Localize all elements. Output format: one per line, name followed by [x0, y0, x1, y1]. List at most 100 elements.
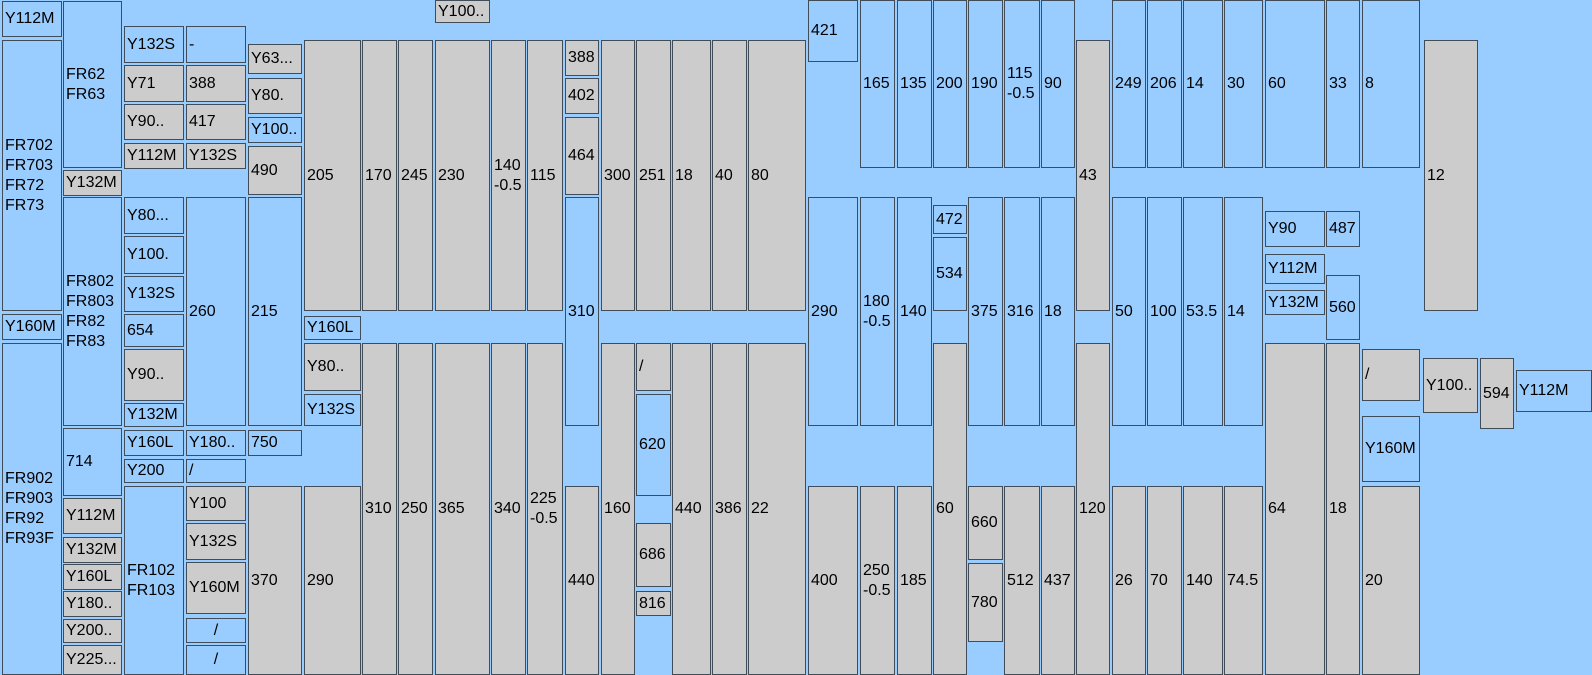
cell[interactable]: Y112M: [63, 498, 122, 534]
cell[interactable]: Y160L: [304, 316, 361, 340]
cell[interactable]: 594: [1480, 358, 1514, 429]
cell[interactable]: 165: [860, 0, 895, 168]
cell[interactable]: 714: [63, 428, 122, 496]
cell[interactable]: Y160L: [124, 430, 184, 456]
cell[interactable]: 40: [712, 40, 747, 311]
cell[interactable]: 33: [1326, 0, 1360, 168]
cell[interactable]: 388: [565, 40, 599, 76]
cell[interactable]: 750: [248, 430, 302, 456]
cell[interactable]: Y132S: [186, 523, 246, 560]
cell[interactable]: Y100.: [124, 236, 184, 274]
cell[interactable]: 251: [636, 40, 671, 311]
cell[interactable]: Y112M: [1516, 370, 1592, 412]
cell[interactable]: 120: [1076, 343, 1110, 675]
cell[interactable]: 18: [1041, 197, 1075, 426]
cell[interactable]: 26: [1112, 486, 1146, 675]
cell[interactable]: 250: [398, 343, 433, 675]
cell[interactable]: 402: [565, 78, 599, 114]
cell[interactable]: Y80.: [248, 78, 302, 114]
cell[interactable]: 400: [808, 486, 858, 675]
cell[interactable]: Y200: [124, 459, 184, 483]
cell[interactable]: 654: [124, 314, 184, 347]
cell[interactable]: 225 -0.5: [527, 343, 563, 675]
cell[interactable]: 53.5: [1183, 197, 1223, 426]
cell[interactable]: Y112M: [124, 143, 184, 169]
cell[interactable]: 375: [968, 197, 1003, 426]
cell[interactable]: 388: [186, 65, 246, 102]
cell[interactable]: 100: [1147, 197, 1182, 426]
cell[interactable]: 30: [1224, 0, 1263, 168]
cell[interactable]: 437: [1041, 486, 1075, 675]
cell[interactable]: 206: [1147, 0, 1182, 168]
cell[interactable]: 421: [808, 0, 858, 62]
cell[interactable]: 490: [248, 146, 302, 195]
cell[interactable]: Y132M: [63, 170, 122, 196]
cell[interactable]: FR802 FR803 FR82 FR83: [63, 197, 122, 426]
cell[interactable]: 310: [362, 343, 397, 675]
cell[interactable]: Y132S: [304, 394, 361, 426]
cell[interactable]: 43: [1076, 40, 1110, 311]
cell[interactable]: 365: [435, 343, 490, 675]
cell[interactable]: FR702 FR703 FR72 FR73: [2, 40, 62, 311]
cell[interactable]: Y100..: [435, 0, 490, 23]
cell[interactable]: Y132M: [63, 537, 122, 563]
cell[interactable]: Y80...: [124, 197, 184, 234]
cell[interactable]: 60: [933, 343, 967, 675]
cell[interactable]: 417: [186, 104, 246, 140]
cell[interactable]: 18: [672, 40, 711, 311]
cell[interactable]: Y160M: [186, 562, 246, 614]
cell[interactable]: 249: [1112, 0, 1146, 168]
cell[interactable]: 8: [1362, 0, 1420, 168]
cell[interactable]: Y225...: [63, 645, 122, 675]
cell[interactable]: 18: [1326, 343, 1360, 675]
cell[interactable]: Y132S: [124, 276, 184, 312]
cell[interactable]: 160: [601, 343, 635, 675]
cell[interactable]: FR902 FR903 FR92 FR93F: [2, 343, 62, 675]
cell[interactable]: /: [636, 343, 671, 391]
cell[interactable]: 12: [1424, 40, 1478, 311]
cell[interactable]: 300: [601, 40, 635, 311]
cell[interactable]: 14: [1224, 197, 1263, 426]
cell[interactable]: 185: [897, 486, 932, 675]
cell[interactable]: 560: [1326, 275, 1360, 340]
cell[interactable]: Y160L: [63, 564, 122, 590]
cell[interactable]: 250 -0.5: [860, 486, 895, 675]
cell[interactable]: 215: [248, 197, 302, 426]
cell[interactable]: Y112M: [2, 1, 62, 37]
cell[interactable]: 140 -0.5: [491, 40, 526, 311]
cell[interactable]: 245: [398, 40, 433, 311]
cell[interactable]: 260: [186, 197, 246, 426]
cell[interactable]: 316: [1004, 197, 1040, 426]
cell[interactable]: Y71: [124, 65, 184, 102]
cell[interactable]: 205: [304, 40, 361, 311]
cell[interactable]: FR62 FR63: [63, 1, 122, 168]
cell[interactable]: Y132M: [124, 403, 184, 427]
cell[interactable]: 340: [491, 343, 526, 675]
cell[interactable]: 200: [933, 0, 967, 168]
cell[interactable]: -: [186, 26, 246, 63]
cell[interactable]: /: [1362, 349, 1420, 401]
cell[interactable]: 20: [1362, 486, 1420, 675]
cell[interactable]: Y90: [1265, 211, 1325, 247]
cell[interactable]: /: [186, 645, 246, 675]
cell[interactable]: 464: [565, 117, 599, 195]
cell[interactable]: 140: [1183, 486, 1223, 675]
cell[interactable]: Y132M: [1265, 290, 1325, 315]
cell[interactable]: 440: [672, 343, 711, 675]
cell[interactable]: Y90..: [124, 349, 184, 401]
cell[interactable]: 440: [565, 486, 599, 675]
cell[interactable]: 780: [968, 563, 1003, 642]
cell[interactable]: Y200..: [63, 619, 122, 643]
cell[interactable]: Y160M: [2, 314, 62, 340]
cell[interactable]: FR102 FR103: [124, 486, 184, 675]
cell[interactable]: Y132S: [124, 26, 184, 63]
cell[interactable]: 140: [897, 197, 932, 426]
cell[interactable]: /: [186, 618, 246, 643]
cell[interactable]: Y80..: [304, 343, 361, 391]
cell[interactable]: 472: [933, 205, 967, 234]
cell[interactable]: 135: [897, 0, 932, 168]
cell[interactable]: 170: [362, 40, 397, 311]
cell[interactable]: 370: [248, 486, 302, 675]
cell[interactable]: 74.5: [1224, 486, 1263, 675]
cell[interactable]: 686: [636, 523, 671, 587]
